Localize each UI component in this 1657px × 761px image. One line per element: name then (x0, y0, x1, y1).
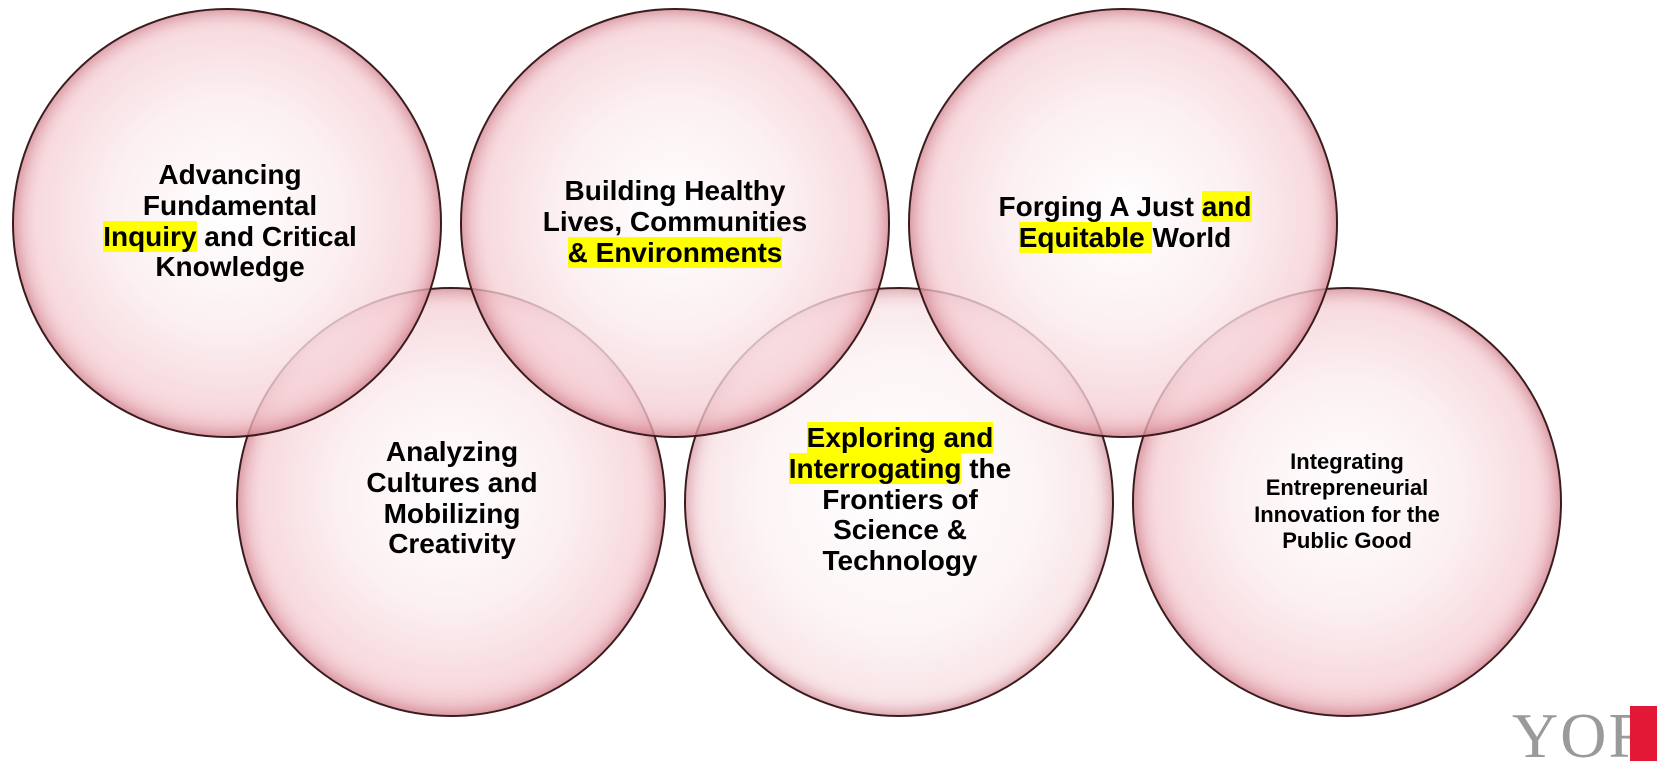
label-line: Fundamental (142, 189, 318, 221)
label-line: Inquiry and Critical (103, 220, 357, 252)
label-analyzing-cultures: Analyzing Cultures and Mobilizing Creati… (302, 436, 602, 560)
label-line: Building Healthy (564, 175, 786, 206)
label-forging-just-world: Forging A Just and Equitable World (970, 191, 1280, 254)
label-line: Integrating (1290, 449, 1404, 474)
label-line: & Environments (567, 236, 783, 268)
label-line: Analyzing (385, 436, 519, 467)
label-line: Innovation for the (1254, 501, 1440, 527)
label-advancing-inquiry: Advancing Fundamental Inquiry and Critic… (80, 159, 380, 283)
label-line: Equitable World (1018, 221, 1232, 253)
label-line: Interrogating the (788, 452, 1012, 484)
label-line: Entrepreneurial (1265, 475, 1429, 501)
label-line: Forging A Just and (998, 191, 1252, 222)
label-line: Science & (833, 514, 967, 546)
label-line: Creativity (388, 528, 516, 560)
label-exploring-science: Exploring and Interrogating the Frontier… (750, 422, 1050, 577)
circle-building-healthy-lives (460, 8, 890, 438)
york-logo: YORK (1500, 700, 1657, 761)
circle-advancing-inquiry (12, 8, 442, 438)
label-line: Public Good (1282, 528, 1412, 554)
label-line: Exploring and (806, 422, 994, 453)
label-entrepreneurial-innovation: Integrating Entrepreneurial Innovation f… (1197, 449, 1497, 555)
label-building-healthy-lives: Building Healthy Lives, Communities & En… (525, 175, 825, 268)
label-line: Advancing (158, 159, 302, 190)
label-line: Mobilizing (383, 497, 521, 529)
label-line: Technology (822, 545, 978, 577)
label-line: Knowledge (155, 251, 305, 283)
label-line: Cultures and (366, 466, 538, 498)
label-line: Frontiers of (822, 483, 978, 515)
york-red-square (1630, 706, 1657, 761)
label-line: Lives, Communities (542, 205, 808, 237)
